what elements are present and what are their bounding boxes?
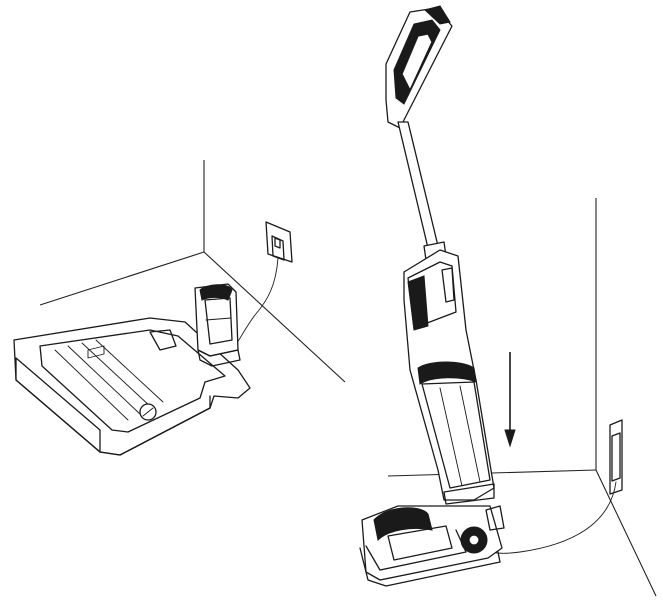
- power-cord-left: [231, 257, 279, 351]
- cordless-wet-vacuum: [359, 5, 505, 587]
- vacuum-head-window: [387, 525, 453, 561]
- right-floor-side-line: [595, 469, 657, 597]
- tray-rib-3: [81, 342, 153, 409]
- vacuum-waist-band: [417, 361, 477, 385]
- charging-column-seam: [205, 317, 232, 321]
- charging-column-foot: [197, 349, 241, 367]
- tray-rib-4: [95, 339, 164, 403]
- vacuum-wheel-hub: [468, 534, 480, 546]
- tray-front-face: [15, 357, 101, 453]
- tray-rib-2: [67, 345, 141, 415]
- left-floor-side-line: [203, 251, 346, 383]
- outlet-plate: [265, 221, 293, 263]
- plug-right: [611, 432, 621, 482]
- left-floor-back-line: [39, 251, 205, 306]
- tray-drain-slot: [142, 407, 154, 417]
- vacuum-handle-opening: [401, 33, 433, 91]
- vacuum-display-strip: [441, 267, 455, 303]
- plug-head: [274, 237, 281, 249]
- vacuum-head-shadow-edge: [359, 547, 501, 587]
- vacuum-body-base: [443, 483, 495, 505]
- tray-rib-1: [54, 349, 129, 421]
- tray-clip: [87, 345, 105, 359]
- tray-right-edge: [99, 395, 211, 456]
- vacuum-dirty-water-tank: [421, 381, 491, 489]
- outlet-plate-right: [609, 419, 623, 495]
- wall-outlet-left: [265, 221, 293, 263]
- down-arrow-head: [504, 429, 516, 448]
- wall-outlet-right: [609, 419, 623, 495]
- vacuum-roller-cover: [373, 507, 433, 542]
- power-cord-right: [485, 481, 617, 554]
- tray-recess: [39, 329, 226, 433]
- vacuum-tank-dark-panel: [407, 275, 429, 331]
- left-room-corner: [39, 160, 346, 383]
- vacuum-shaft: [397, 121, 439, 249]
- tray-latch: [149, 329, 177, 351]
- base-station: [13, 283, 251, 456]
- down-arrow: [504, 352, 516, 448]
- charging-column-top: [199, 284, 233, 301]
- vacuum-tank-seam: [439, 387, 463, 487]
- vacuum-tank-edge: [459, 385, 481, 483]
- vacuum-neck-joint: [485, 505, 505, 531]
- charging-column-window: [204, 297, 233, 345]
- vacuum-handle-trigger: [423, 5, 451, 25]
